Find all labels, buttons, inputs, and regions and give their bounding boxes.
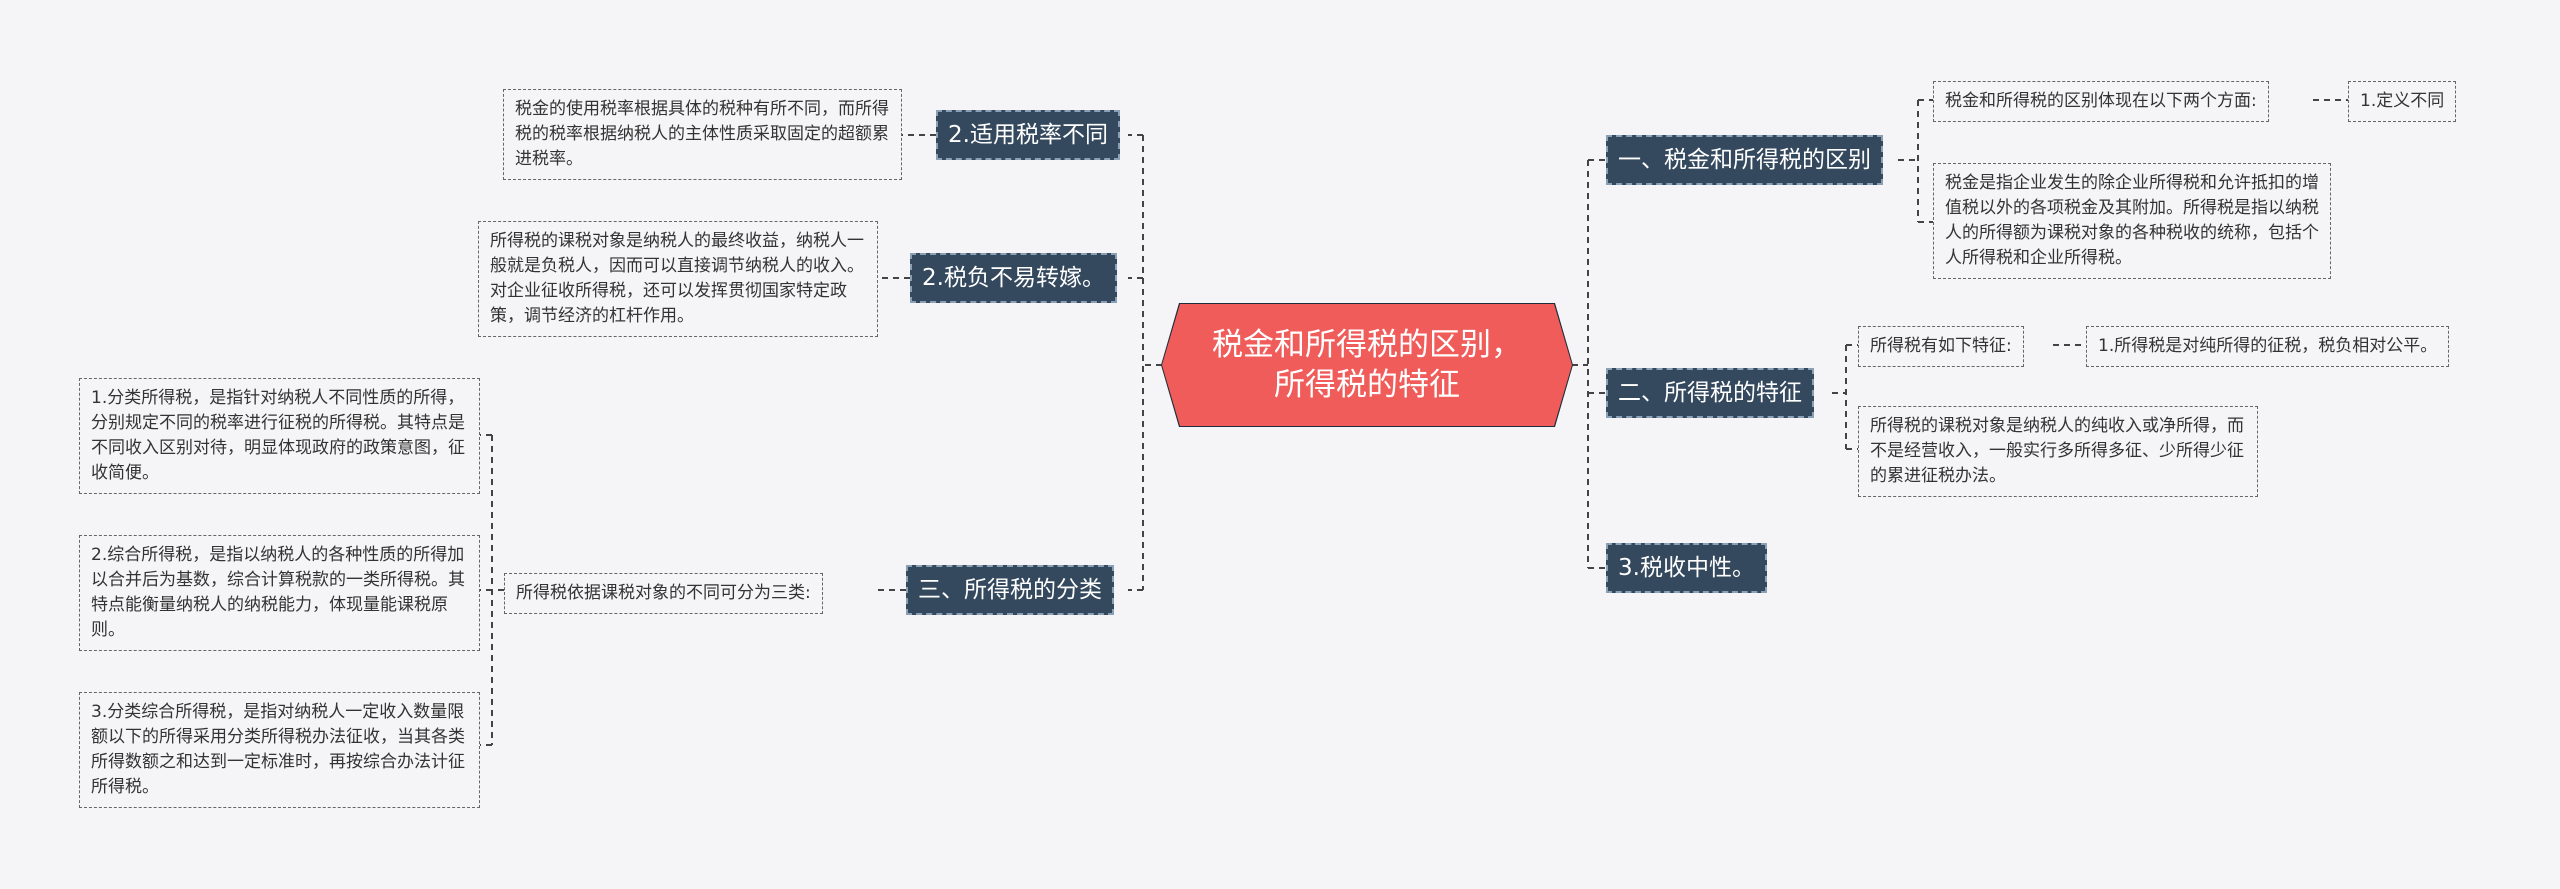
topic-features[interactable]: 二、所得税的特征: [1606, 368, 1814, 418]
leaf-category-intro-text: 所得税依据课税对象的不同可分为三类:: [516, 583, 811, 603]
topic-features-label: 二、所得税的特征: [1618, 380, 1802, 406]
topic-neutral[interactable]: 3.税收中性。: [1606, 543, 1767, 593]
root-topic[interactable]: 税金和所得税的区别，所得税的特征: [1162, 304, 1572, 426]
leaf-category-intro[interactable]: 所得税依据课税对象的不同可分为三类:: [504, 573, 823, 614]
leaf-features-desc[interactable]: 所得税的课税对象是纳税人的纯收入或净所得，而不是经营收入，一般实行多所得多征、少…: [1858, 406, 2258, 497]
leaf-category-item-2[interactable]: 2.综合所得税，是指以纳税人的各种性质的所得加以合并后为基数，综合计算税款的一类…: [79, 535, 480, 651]
leaf-category-item-3[interactable]: 3.分类综合所得税，是指对纳税人一定收入数量限额以下的所得采用分类所得税办法征收…: [79, 692, 480, 808]
leaf-difference-desc[interactable]: 税金是指企业发生的除企业所得税和允许抵扣的增值税以外的各项税金及其附加。所得税是…: [1933, 163, 2331, 279]
topic-category[interactable]: 三、所得税的分类: [906, 565, 1114, 615]
topic-burden-label: 2.税负不易转嫁。: [922, 265, 1105, 291]
leaf-burden-desc[interactable]: 所得税的课税对象是纳税人的最终收益，纳税人一般就是负税人，因而可以直接调节纳税人…: [478, 221, 878, 337]
leaf-difference-intro-text: 税金和所得税的区别体现在以下两个方面:: [1945, 91, 2257, 111]
leaf-category-item-1-text: 1.分类所得税，是指针对纳税人不同性质的所得，分别规定不同的税率进行征税的所得税…: [91, 388, 465, 483]
topic-rate[interactable]: 2.适用税率不同: [936, 110, 1120, 160]
leaf-rate-desc[interactable]: 税金的使用税率根据具体的税种有所不同，而所得税的税率根据纳税人的主体性质采取固定…: [503, 89, 902, 180]
topic-rate-label: 2.适用税率不同: [948, 122, 1108, 148]
topic-category-label: 三、所得税的分类: [918, 577, 1102, 603]
leaf-category-item-2-text: 2.综合所得税，是指以纳税人的各种性质的所得加以合并后为基数，综合计算税款的一类…: [91, 545, 465, 640]
leaf-burden-text: 所得税的课税对象是纳税人的最终收益，纳税人一般就是负税人，因而可以直接调节纳税人…: [490, 231, 864, 326]
leaf-category-item-3-text: 3.分类综合所得税，是指对纳税人一定收入数量限额以下的所得采用分类所得税办法征收…: [91, 702, 465, 797]
leaf-difference-intro[interactable]: 税金和所得税的区别体现在以下两个方面:: [1933, 81, 2269, 122]
leaf-category-item-1[interactable]: 1.分类所得税，是指针对纳税人不同性质的所得，分别规定不同的税率进行征税的所得税…: [79, 378, 480, 494]
topic-neutral-label: 3.税收中性。: [1618, 555, 1755, 581]
leaf-features-intro-text: 所得税有如下特征:: [1870, 336, 2012, 356]
topic-burden[interactable]: 2.税负不易转嫁。: [910, 253, 1117, 303]
leaf-features-desc-text: 所得税的课税对象是纳税人的纯收入或净所得，而不是经营收入，一般实行多所得多征、少…: [1870, 416, 2244, 486]
leaf-features-intro[interactable]: 所得税有如下特征:: [1858, 326, 2024, 367]
leaf-difference-definition[interactable]: 1.定义不同: [2348, 81, 2457, 122]
leaf-difference-definition-text: 1.定义不同: [2360, 91, 2445, 111]
leaf-difference-desc-text: 税金是指企业发生的除企业所得税和允许抵扣的增值税以外的各项税金及其附加。所得税是…: [1945, 173, 2319, 268]
leaf-features-fairness[interactable]: 1.所得税是对纯所得的征税，税负相对公平。: [2086, 326, 2450, 367]
root-title: 税金和所得税的区别，所得税的特征: [1212, 327, 1522, 403]
leaf-rate-text: 税金的使用税率根据具体的税种有所不同，而所得税的税率根据纳税人的主体性质采取固定…: [515, 99, 889, 169]
leaf-features-fairness-text: 1.所得税是对纯所得的征税，税负相对公平。: [2098, 336, 2438, 356]
topic-difference[interactable]: 一、税金和所得税的区别: [1606, 135, 1883, 185]
topic-difference-label: 一、税金和所得税的区别: [1618, 147, 1871, 173]
